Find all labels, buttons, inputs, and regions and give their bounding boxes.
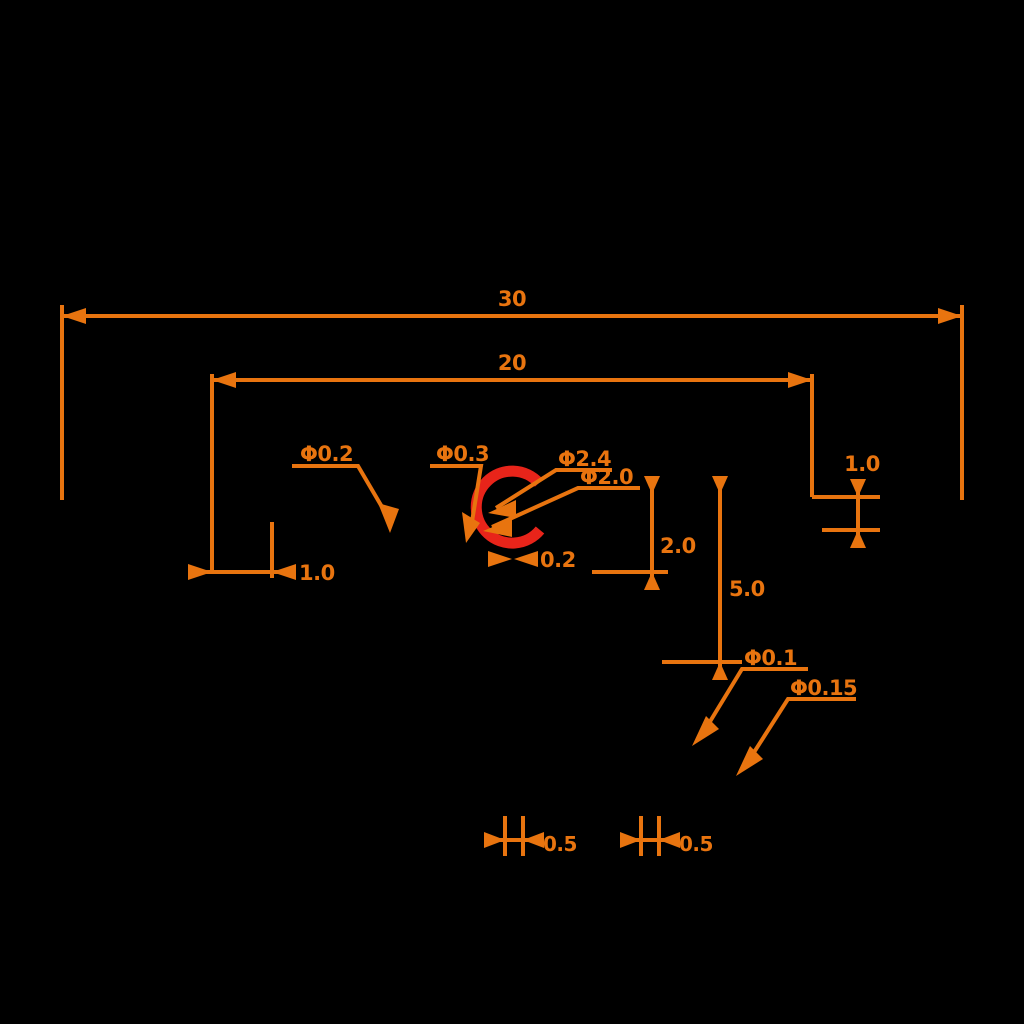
dimension-label-right-1-0: 1.0 xyxy=(844,452,880,476)
leader-label-phi-0-1: Φ0.1 xyxy=(744,646,797,670)
leader-phi-0-2: Φ0.2 xyxy=(292,442,399,533)
leader-layer: Φ0.2 Φ0.3 Φ2.4 Φ2.0 Φ0.1 xyxy=(292,442,858,776)
leader-label-phi-2-0: Φ2.0 xyxy=(580,465,633,489)
leader-line-phi-2-4 xyxy=(494,468,612,510)
leader-phi-2-0: Φ2.0 xyxy=(483,465,640,537)
dimension-label-slot-right-0-5: 0.5 xyxy=(679,832,713,856)
arrowhead-phi-2-4 xyxy=(488,500,516,518)
leader-label-phi-0-3: Φ0.3 xyxy=(436,442,489,466)
dimension-label-0-2: 0.2 xyxy=(540,548,576,572)
dimension-label-left-1-0: 1.0 xyxy=(299,561,335,585)
arrowhead-right-step-top xyxy=(850,479,866,497)
arrowhead-left-step-b xyxy=(272,564,296,580)
arrowhead-left-30 xyxy=(62,308,86,324)
arrowhead-phi-0-1 xyxy=(692,716,719,746)
dimension-label-2-0: 2.0 xyxy=(660,534,696,558)
arrowhead-right-20 xyxy=(788,372,812,388)
dimension-gap-center-left: 0.2 xyxy=(488,548,576,572)
dimension-inner-width: 20 xyxy=(210,351,814,572)
arrowhead-left-step-a xyxy=(188,564,212,580)
leader-phi-2-4: Φ2.4 xyxy=(488,447,612,518)
arrowhead-gap-left xyxy=(488,551,512,567)
arrowhead-tall-top xyxy=(712,476,728,494)
arrowhead-gap-right xyxy=(514,551,538,567)
dimension-overall-width: 30 xyxy=(60,287,964,500)
arrowhead-phi-2-0 xyxy=(483,519,512,537)
leader-line-phi-2-0 xyxy=(491,486,640,529)
leader-line-phi-0-1 xyxy=(698,667,808,740)
arrowhead-slot-right-b xyxy=(659,832,680,848)
leader-label-phi-0-15: Φ0.15 xyxy=(790,676,857,700)
arrowhead-tall-bottom xyxy=(712,662,728,680)
arrowhead-slot-right-a xyxy=(620,832,641,848)
leader-phi-0-3: Φ0.3 xyxy=(430,442,490,543)
dimension-left-step-width: 1.0 xyxy=(188,522,335,585)
arrowhead-phi-0-15 xyxy=(736,746,763,776)
dimension-label-20: 20 xyxy=(498,351,526,375)
leader-label-phi-2-4: Φ2.4 xyxy=(558,447,611,471)
dimension-label-slot-left-0-5: 0.5 xyxy=(543,832,577,856)
dimension-label-30: 30 xyxy=(498,287,526,311)
dimension-mid-height: 2.0 xyxy=(592,476,696,590)
dimension-bottom-slot-left: 0.5 xyxy=(484,816,577,856)
leader-phi-0-1: Φ0.1 xyxy=(692,646,808,746)
arrowhead-right-30 xyxy=(938,308,962,324)
dimension-bottom-slot-right: 0.5 xyxy=(620,816,713,856)
accent-ring-arc xyxy=(470,465,545,549)
leader-phi-0-15: Φ0.15 xyxy=(736,676,858,776)
dimension-right-step-height: 1.0 xyxy=(812,452,880,548)
leader-label-phi-0-2: Φ0.2 xyxy=(300,442,353,466)
leader-line-phi-0-2 xyxy=(292,464,394,526)
dimension-layer: 30 20 1.0 xyxy=(60,287,964,856)
arrowhead-mid-bottom xyxy=(644,572,660,590)
accent-ring-group xyxy=(470,465,545,549)
arrowhead-right-step-bottom xyxy=(850,530,866,548)
leader-line-phi-0-3 xyxy=(430,464,484,535)
arrowhead-mid-top xyxy=(644,476,660,494)
arrowhead-left-20 xyxy=(212,372,236,388)
arrowhead-slot-left-b xyxy=(523,832,544,848)
leader-line-phi-0-15 xyxy=(742,697,856,770)
arrowhead-slot-left-a xyxy=(484,832,505,848)
dimension-tall-height: 5.0 xyxy=(662,476,765,680)
arrowhead-phi-0-3 xyxy=(462,512,480,543)
dimension-label-5-0: 5.0 xyxy=(729,577,765,601)
arrowhead-phi-0-2 xyxy=(378,503,399,533)
